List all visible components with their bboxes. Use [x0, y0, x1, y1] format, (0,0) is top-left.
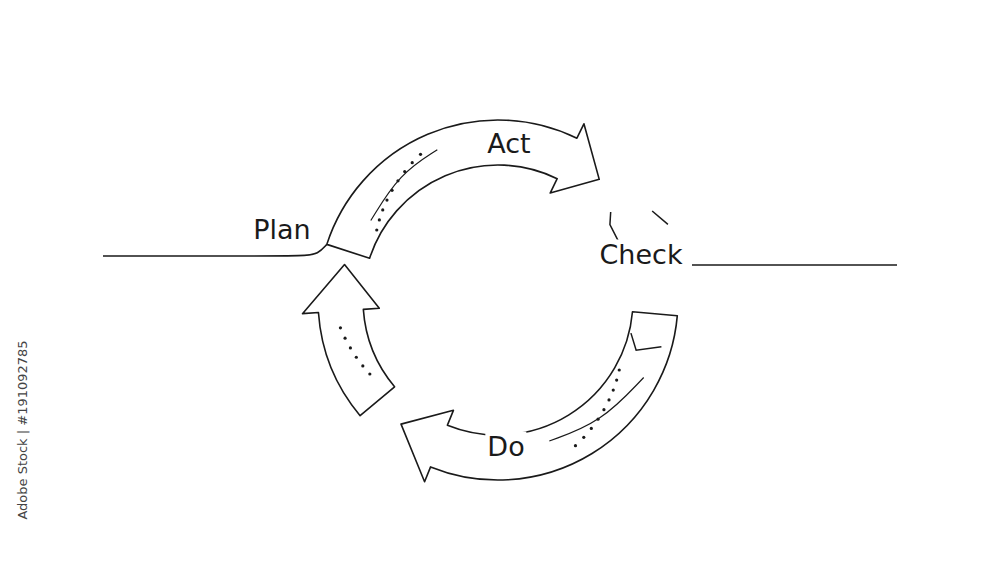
- bracket-mark: [631, 333, 661, 350]
- stage-label: Act: [485, 129, 532, 158]
- dotted-accent: [339, 326, 372, 375]
- accent-curve: [371, 150, 438, 221]
- stage-label: Do: [485, 432, 526, 461]
- right-line: [692, 264, 897, 266]
- bracket-mark: [652, 211, 668, 224]
- plan-arrow: [302, 265, 394, 416]
- stage-label: Check: [597, 240, 684, 269]
- act-arrow: [327, 120, 599, 258]
- left-line: [103, 244, 327, 256]
- stage-label: Plan: [251, 215, 312, 244]
- do-arrow: [401, 312, 677, 482]
- watermark: Adobe Stock | #191092785: [16, 340, 29, 519]
- accent-curve: [549, 377, 643, 440]
- dotted-accent: [574, 368, 621, 447]
